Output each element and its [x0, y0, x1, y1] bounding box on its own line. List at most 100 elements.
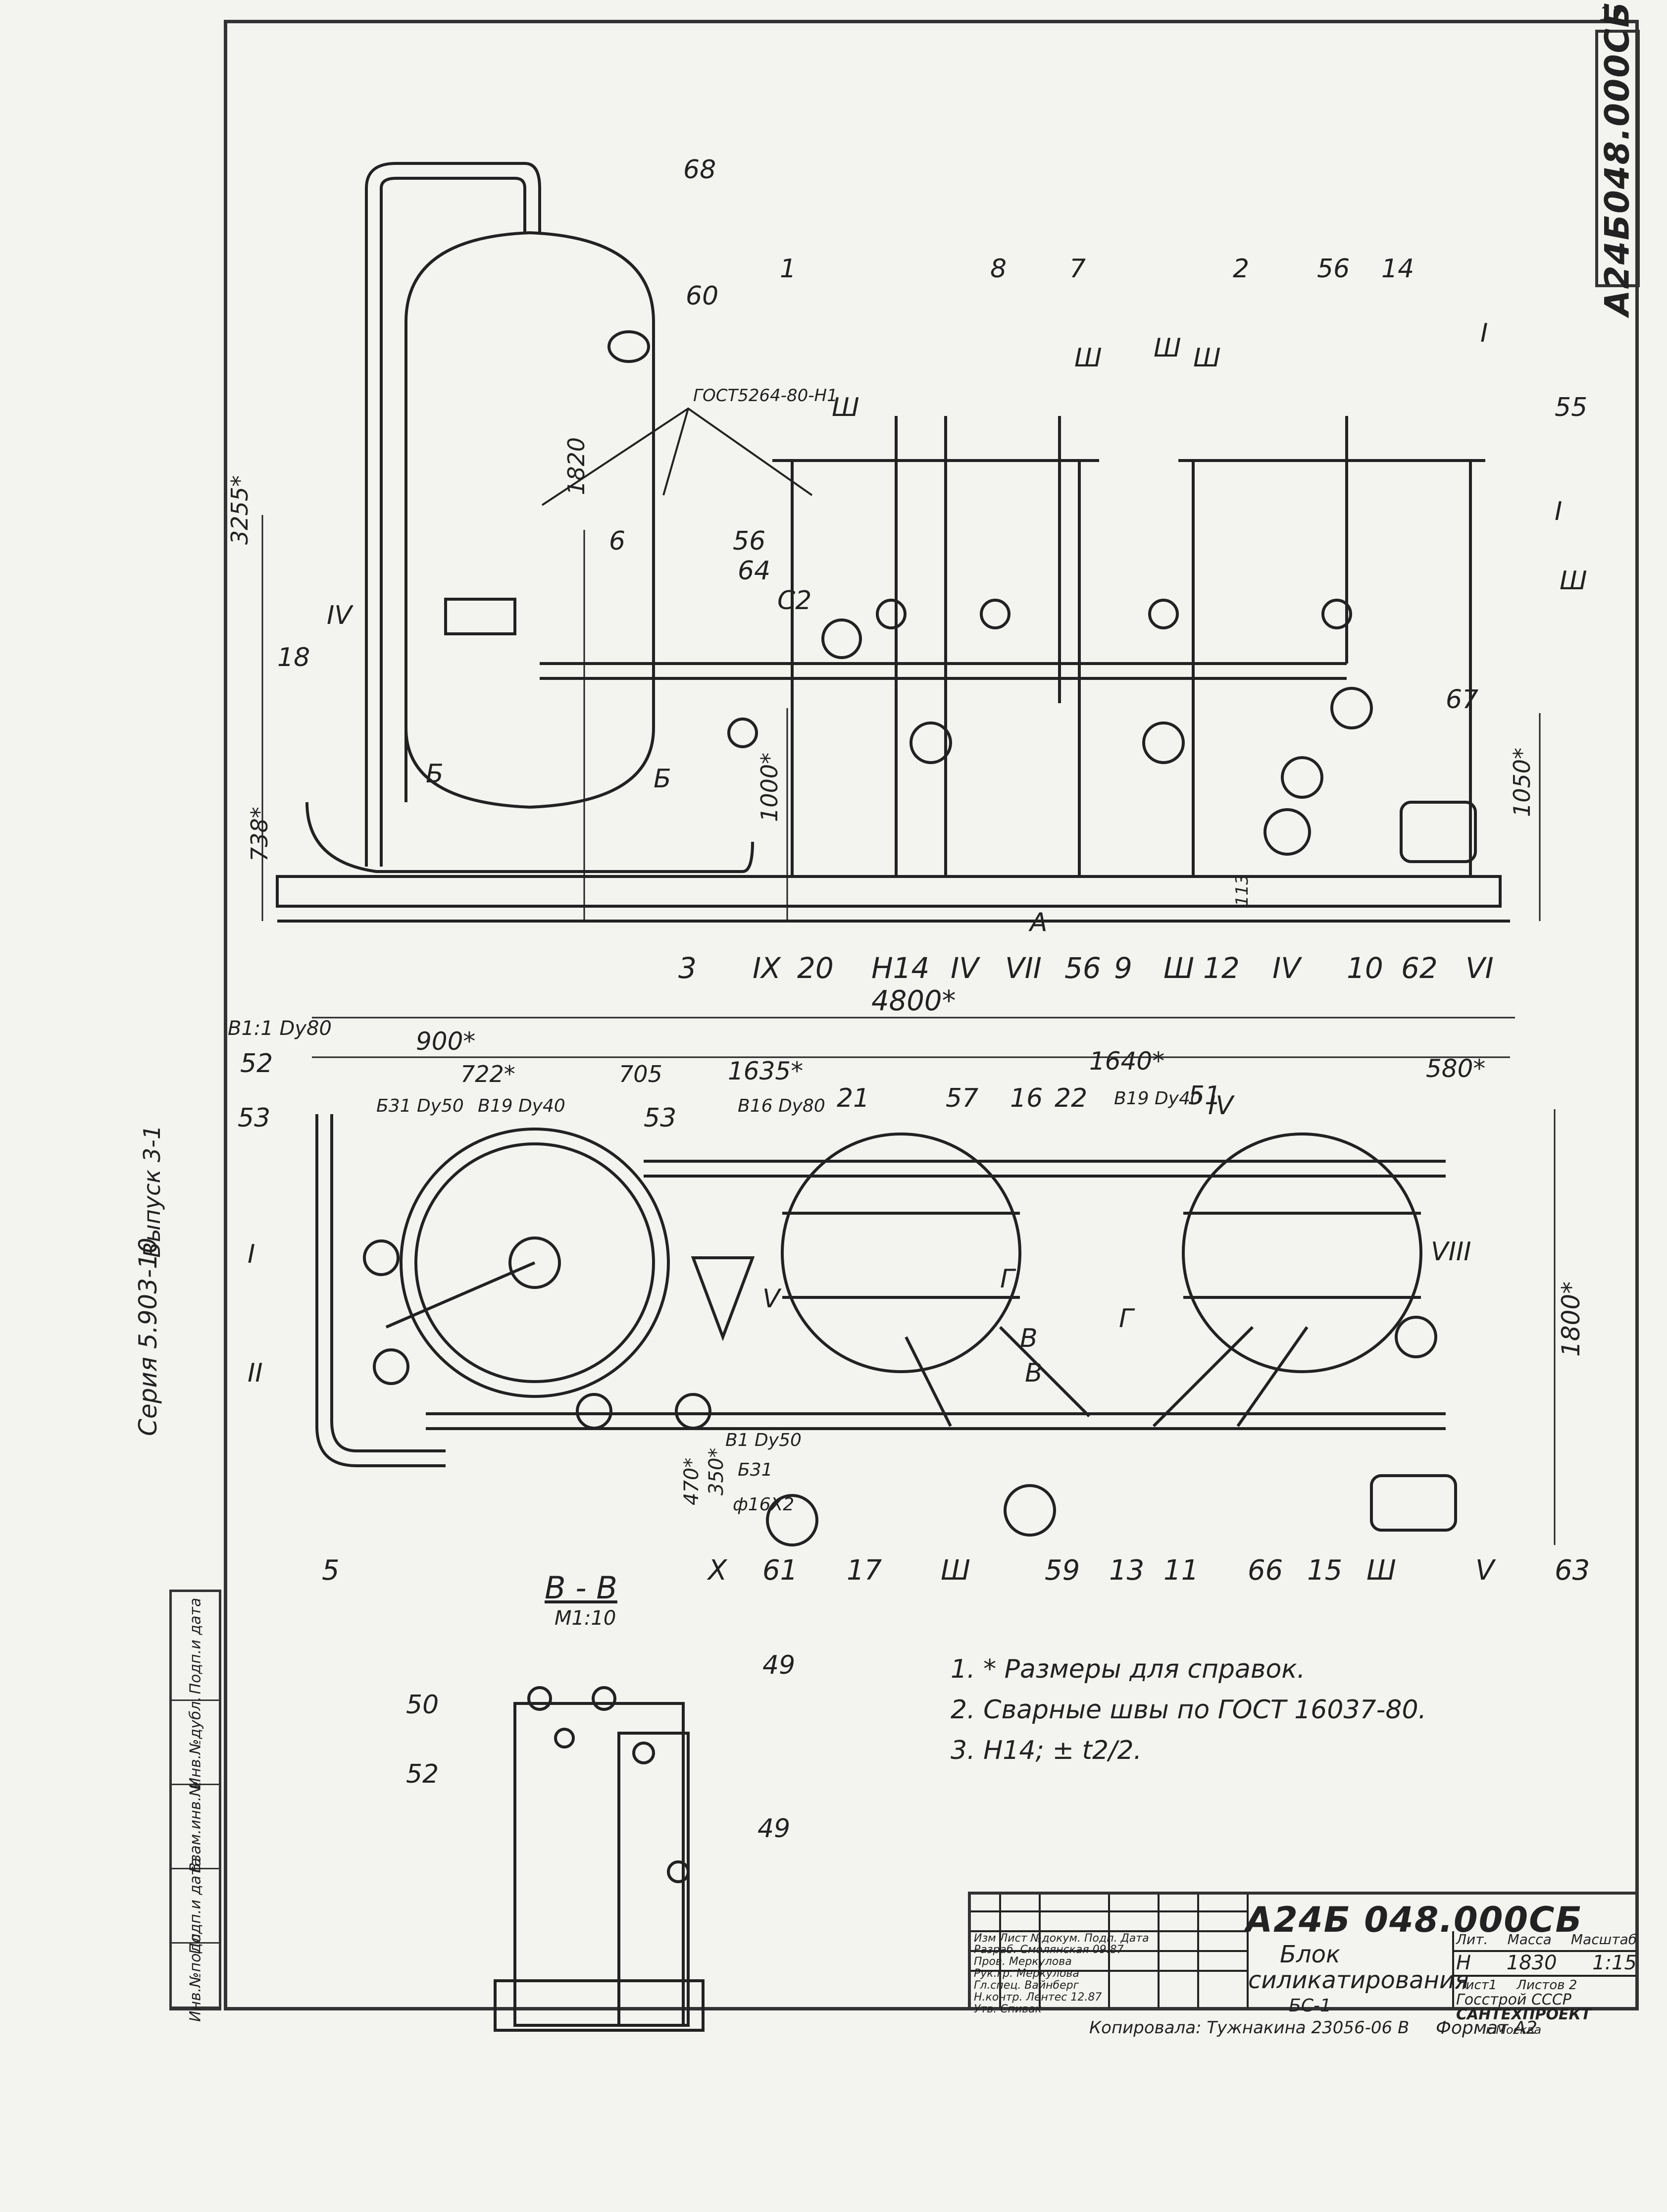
callout-label: 50	[406, 1690, 439, 1720]
callout-label: 53	[238, 1103, 270, 1133]
callout-label: IV	[327, 601, 354, 630]
plan-valve	[576, 1393, 612, 1430]
callout-label: 1820	[563, 437, 590, 495]
callout-label: X	[707, 1554, 728, 1587]
callout-label: V	[762, 1284, 782, 1314]
pump-motor	[1400, 801, 1477, 863]
person-row: Утв. Спивак	[974, 2003, 1042, 2015]
section-post-right	[617, 1732, 690, 2027]
section-fitting	[632, 1742, 655, 1764]
callout-label: 113	[1232, 874, 1252, 906]
vertical-tank-plan-inner	[414, 1142, 655, 1383]
callout-label: 67	[1446, 685, 1478, 715]
callout-label: Ш	[1366, 1554, 1396, 1587]
callout-label: 6	[609, 526, 625, 556]
callout-label: Б	[426, 759, 444, 789]
callout-label: 13	[1109, 1554, 1144, 1587]
vertical-tank-plan	[400, 1128, 670, 1398]
callout-label: 5	[322, 1554, 340, 1587]
callout-label: 49	[758, 1814, 790, 1844]
callout-label: Г	[1119, 1304, 1135, 1334]
callout-label: 900*	[416, 1027, 475, 1056]
valve	[876, 599, 907, 629]
left-strip-cell: Инв.№подл.	[172, 1929, 219, 2021]
callout-label: 8	[990, 254, 1007, 284]
callout-label: Б31 Dy50	[376, 1096, 464, 1116]
pressure-gauge	[1142, 721, 1185, 764]
callout-label: Ш	[832, 393, 859, 422]
org-line-2: САНТЕХПРОЕКТ	[1456, 2006, 1591, 2023]
callout-label: 3255*	[226, 475, 253, 545]
callout-label: 470*	[680, 1458, 703, 1505]
plan-valve	[675, 1393, 711, 1430]
callout-label: 49	[762, 1650, 795, 1680]
callout-label: 1000*	[756, 753, 783, 822]
sheet-label: Лист1	[1456, 1978, 1497, 1993]
callout-label: В1 Dy50	[725, 1430, 802, 1450]
sheets-label: Листов 2	[1516, 1978, 1577, 1993]
callout-label: 738*	[246, 807, 273, 862]
left-strip-cell: Взам.инв.№	[172, 1781, 219, 1872]
callout-label: 1050*	[1509, 748, 1535, 817]
callout-label: 55	[1555, 393, 1587, 422]
callout-label: 22	[1055, 1083, 1087, 1113]
callout-label: А	[1028, 908, 1048, 937]
person-row: Пров. Меркулова	[974, 1955, 1072, 1968]
title-block-grid	[968, 1892, 1639, 2010]
scale-label: Масштаб	[1570, 1931, 1637, 1948]
callout-label: 52	[240, 1049, 273, 1079]
callout-label: IV	[1272, 951, 1303, 985]
tank-connection-pipe	[385, 1261, 536, 1329]
callout-label: 1640*	[1089, 1047, 1164, 1076]
callout-label: 52	[406, 1759, 439, 1789]
base-frame	[276, 875, 1502, 908]
copied-by: Копировала: Тужнакина 23056-06 В	[1089, 2018, 1410, 2038]
callout-label: VII	[1005, 951, 1042, 985]
callout-label: 1	[780, 254, 796, 284]
person-row: Разраб. Смолянская 09.87	[974, 1944, 1124, 1956]
callout-label: I	[248, 1239, 255, 1269]
tank-connection-pipe	[905, 1336, 952, 1427]
callout-label: 66	[1248, 1554, 1283, 1587]
callout-label: VIII	[1431, 1237, 1471, 1267]
cone-separator	[691, 1256, 755, 1341]
callout-label: Г	[1000, 1264, 1016, 1294]
scale-value: 1:15	[1592, 1952, 1637, 1974]
section-scale: М1:10	[555, 1607, 616, 1630]
horizontal-tank-1-plan	[781, 1132, 1021, 1373]
callout-label: 56	[733, 526, 765, 556]
plan-valve	[373, 1348, 409, 1385]
mass-value: 1830	[1506, 1952, 1557, 1974]
title-line-3: БС-1	[1289, 1996, 1331, 2016]
callout-label: 61	[762, 1554, 798, 1587]
mass-label: Масса	[1507, 1931, 1552, 1948]
plan-pipe-loop-inner	[330, 1114, 446, 1452]
callout-label: Ш	[1163, 951, 1194, 985]
horizontal-tank-2-plan	[1182, 1132, 1422, 1373]
callout-label: В19 Dy40	[478, 1096, 565, 1116]
pressure-gauge	[1281, 756, 1323, 799]
document-number-stamp: А24Б048.000СБ	[1595, 1, 1640, 316]
plan-pipe-loop	[315, 1114, 446, 1467]
callout-label: Ш	[941, 1554, 970, 1587]
title-line-2: силикатирования	[1248, 1966, 1469, 1994]
callout-label: 18	[277, 643, 310, 672]
leader-gost-branch	[662, 408, 689, 496]
title-block-people: Разраб. Смолянская 09.87 Пров. Меркулова…	[974, 1944, 1124, 2015]
tank-connection-pipe	[1152, 1326, 1254, 1428]
tank-connection-pipe	[1236, 1326, 1309, 1427]
callout-label: 705	[619, 1061, 662, 1087]
callout-label: Ш	[1154, 333, 1181, 363]
valve	[980, 599, 1010, 629]
vertical-tank	[404, 231, 655, 809]
callout-label: 7	[1069, 254, 1086, 284]
callout-label: В19 Dy40	[1114, 1088, 1202, 1109]
callout-label: II	[248, 1358, 263, 1388]
left-stamp-strip: Подп.и дата Инв.№дубл. Взам.инв.№ Подп.и…	[169, 1590, 221, 2021]
note-2: 2. Сварные швы по ГОСТ 16037-80.	[951, 1695, 1427, 1725]
callout-label: 2	[1233, 254, 1249, 284]
callout-label: Ш	[1074, 343, 1102, 373]
callout-label: 14	[1381, 254, 1414, 284]
callout-label: Б	[654, 764, 671, 794]
section-post-left	[513, 1702, 685, 2027]
